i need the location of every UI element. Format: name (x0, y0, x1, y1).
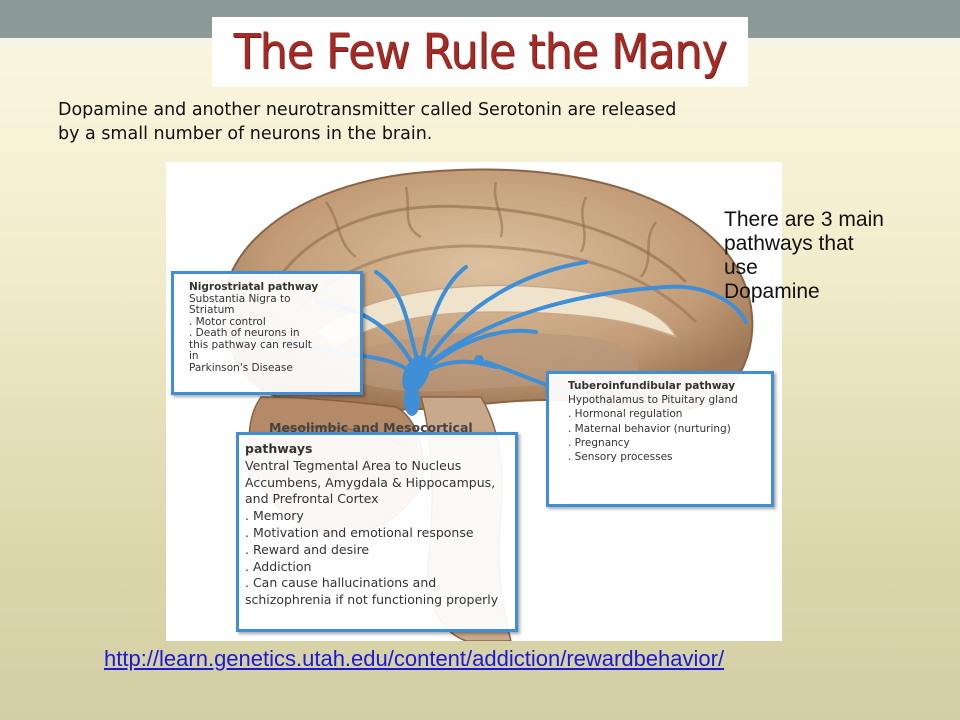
side-note-line: pathways that (724, 232, 854, 255)
mesolimbic-title: Mesolimbic and Mesocortical (269, 420, 473, 435)
nigrostriatal-line: in (189, 350, 199, 362)
side-note: There are 3 main pathways that use Dopam… (724, 208, 924, 304)
nigrostriatal-line: Striatum (189, 304, 235, 316)
tuberoinfundibular-line: . Maternal behavior (nurturing) (568, 422, 731, 435)
mesolimbic-line: and Prefrontal Cortex (245, 491, 379, 507)
mesolimbic-line: schizophrenia if not functioning properl… (245, 592, 499, 608)
mesolimbic-line: Ventral Tegmental Area to Nucleus (245, 457, 462, 473)
mesolimbic-line: . Can cause hallucinations and (245, 575, 437, 591)
tuberoinfundibular-line: Hypothalamus to Pituitary gland (568, 394, 738, 407)
tuberoinfundibular-line: . Pregnancy (568, 436, 630, 449)
side-note-line: Dopamine (724, 280, 820, 303)
title-banner: The Few Rule the Many (212, 17, 748, 87)
tuberoinfundibular-line: . Sensory processes (568, 451, 673, 464)
mesolimbic-title-cont: pathways (245, 441, 313, 456)
nigrostriatal-line: this pathway can result (189, 338, 312, 351)
nigrostriatal-line: . Death of neurons in (189, 327, 300, 339)
nigrostriatal-title: Nigrostriatal pathway (189, 281, 319, 293)
slide-title: The Few Rule the Many (233, 24, 727, 80)
mesolimbic-line: . Reward and desire (245, 541, 370, 557)
source-link[interactable]: http://learn.genetics.utah.edu/content/a… (104, 646, 725, 671)
intro-line-2: by a small number of neurons in the brai… (58, 124, 433, 144)
nigrostriatal-line: Parkinson's Disease (189, 361, 293, 374)
nigrostriatal-line: . Motor control (189, 315, 266, 328)
tuberoinfundibular-title: Tuberoinfundibular pathway (568, 380, 736, 392)
mesolimbic-callout: pathways Ventral Tegmental Area to Nucle… (236, 432, 518, 632)
nigrostriatal-line: Substantia Nigra to (189, 292, 291, 305)
tuberoinfundibular-line: . Hormonal regulation (568, 408, 683, 421)
side-note-line: There are 3 main (724, 208, 884, 231)
tuberoinfundibular-callout: Tuberoinfundibular pathway Hypothalamus … (546, 371, 774, 507)
brain-figure: Nigrostriatal pathway Substantia Nigra t… (166, 162, 782, 641)
mesolimbic-line: . Addiction (245, 558, 312, 574)
mesolimbic-line: . Memory (245, 508, 304, 524)
intro-text: Dopamine and another neurotransmitter ca… (58, 98, 758, 146)
side-note-line: use (724, 256, 758, 279)
nigrostriatal-callout: Nigrostriatal pathway Substantia Nigra t… (171, 271, 363, 395)
intro-line-1: Dopamine and another neurotransmitter ca… (58, 100, 677, 120)
mesolimbic-line: Accumbens, Amygdala & Hippocampus, (245, 474, 496, 490)
mesolimbic-line: . Motivation and emotional response (245, 524, 474, 540)
